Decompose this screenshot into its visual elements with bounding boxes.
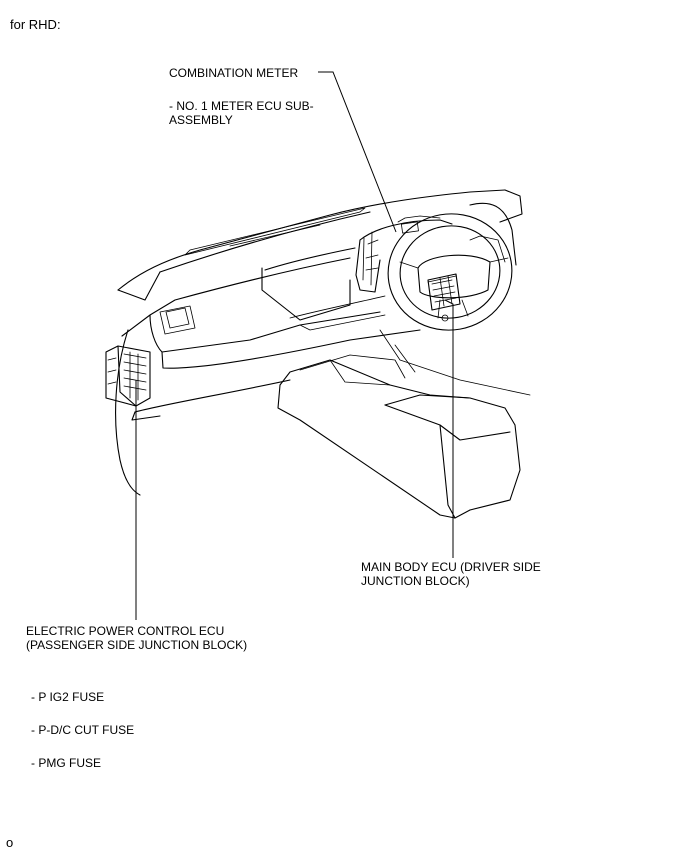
meter-ecu-item-line1: - NO. 1 METER ECU SUB- [169, 99, 314, 113]
fuse-item-p-ig2: - P IG2 FUSE [31, 690, 105, 704]
steering-wheel-icon [387, 213, 513, 331]
meter-ecu-item-line2: ASSEMBLY [169, 113, 233, 127]
page-header: for RHD: [10, 17, 61, 32]
electric-power-ecu-label-line2: (PASSENGER SIDE JUNCTION BLOCK) [26, 638, 248, 652]
main-body-ecu-leader [444, 299, 454, 558]
combination-meter-leader [318, 71, 397, 233]
dashboard-outline [115, 189, 523, 496]
combination-meter-label: COMBINATION METER [169, 66, 299, 80]
fuse-item-p-dc-cut: - P-D/C CUT FUSE [31, 723, 135, 737]
center-console [277, 329, 531, 519]
main-body-ecu-label-line1: MAIN BODY ECU (DRIVER SIDE [361, 560, 541, 574]
fuse-item-pmg: - PMG FUSE [31, 756, 102, 770]
main-body-ecu-label-line2: JUNCTION BLOCK) [361, 574, 470, 588]
combination-meter-icon [355, 215, 453, 293]
electric-power-ecu-label-line1: ELECTRIC POWER CONTROL ECU [26, 624, 225, 638]
page-footer-mark: o [6, 835, 14, 850]
main-body-ecu-icon [427, 273, 461, 322]
electric-power-control-ecu-icon [105, 345, 151, 407]
